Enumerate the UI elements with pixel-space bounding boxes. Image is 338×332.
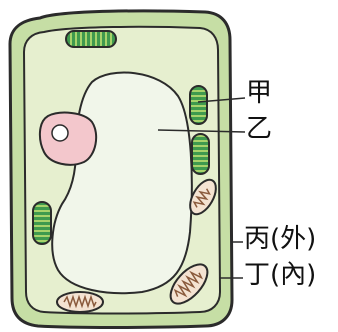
chloroplast-right [191, 133, 210, 175]
label-jia: 甲 [246, 78, 273, 108]
leader-line-yi [157, 129, 246, 133]
leader-line-jia [197, 97, 246, 103]
chloroplast-jia [189, 85, 208, 125]
label-ding: 丁(內) [244, 260, 317, 290]
label-bing: 丙(外) [244, 224, 317, 254]
label-yi: 乙 [246, 114, 273, 144]
mitochondrion-right-large [169, 263, 209, 305]
mitochondrion-right-small [189, 178, 217, 216]
nucleus [38, 111, 98, 166]
chloroplast-top [65, 30, 117, 48]
chloroplast-left [32, 201, 52, 245]
nucleolus [51, 124, 69, 142]
mitochondrion-bottom [56, 291, 104, 313]
